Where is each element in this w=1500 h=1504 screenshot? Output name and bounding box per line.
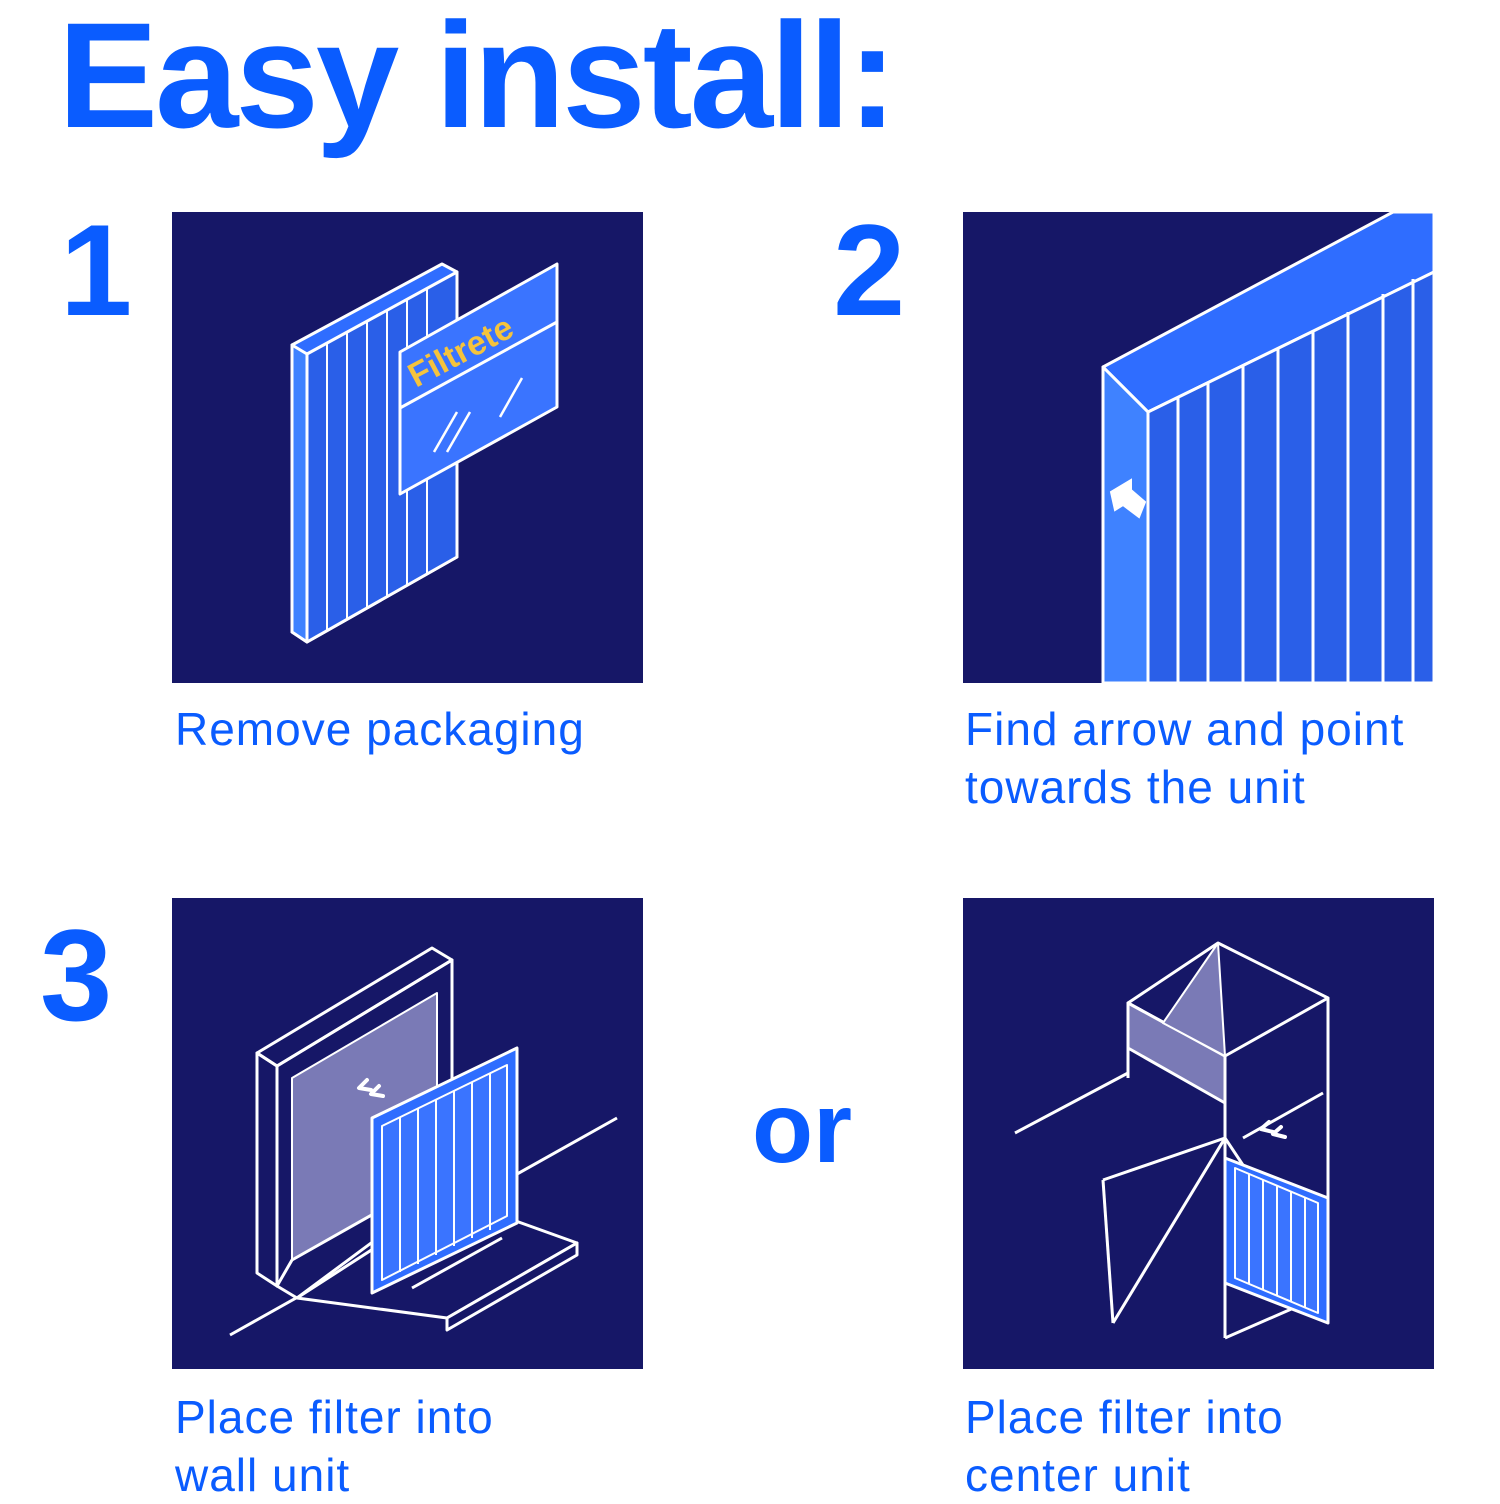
page-title: Easy install: [58,0,897,159]
step-2-illustration [963,212,1434,683]
step-1-illustration: Filtrete [172,212,643,683]
filter-arrow-icon [1101,212,1434,683]
step-3-number: 3 [40,902,113,1048]
or-label: or [752,1072,852,1184]
step-3-illustration [172,898,643,1369]
direction-arrow-icon [1109,478,1147,519]
wall-unit-icon [229,946,618,1337]
step-3-caption: Place filter into wall unit [175,1391,494,1501]
filter-unbox-icon: Filtrete [290,262,559,644]
step-4-caption: Place filter into center unit [965,1391,1284,1501]
step-2-number: 2 [833,197,906,343]
step-2-caption: Find arrow and point towards the unit [965,703,1405,813]
step-1-caption: Remove packaging [175,703,585,755]
step-4-illustration [963,898,1434,1369]
center-unit-icon [1014,941,1330,1340]
step-1-number: 1 [60,197,133,343]
